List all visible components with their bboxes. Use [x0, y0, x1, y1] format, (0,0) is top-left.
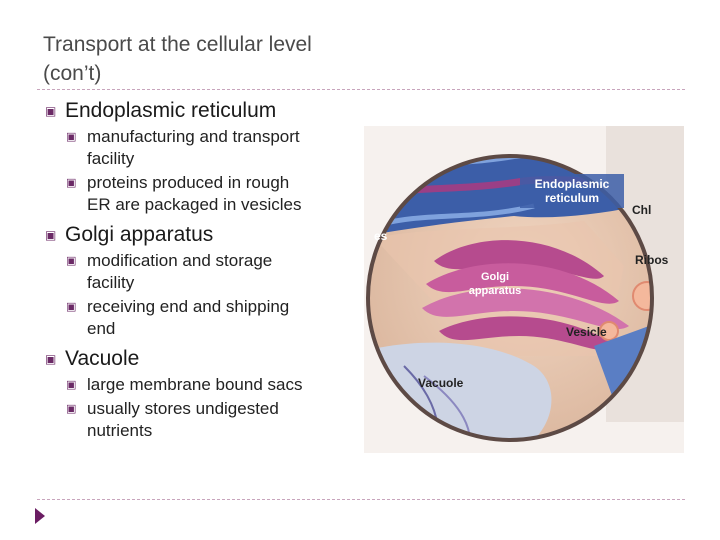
bullet-group-er: ▣Endoplasmic reticulum ▣manufacturing an…: [44, 98, 354, 216]
square-bullet-icon: ▣: [66, 130, 77, 143]
bullet-group-golgi: ▣Golgi apparatus ▣modification and stora…: [44, 222, 354, 340]
top-divider: [37, 89, 685, 90]
er-label-bg: [520, 174, 624, 208]
slide-title: Transport at the cellular level (con’t): [43, 30, 443, 88]
cell-outline: [366, 154, 654, 442]
bullet-vacuole: ▣Vacuole: [45, 347, 140, 370]
vacuole-fiber: [423, 375, 472, 440]
square-bullet-icon: ▣: [66, 176, 77, 189]
vesicle-label: Vesicle: [566, 325, 607, 339]
vacuole-fiber: [403, 365, 439, 440]
square-bullet-icon: ▣: [45, 104, 57, 118]
chloroplast-label: Chl: [632, 203, 651, 217]
sub-bullet: ▣large membrane bound sacs: [66, 375, 303, 394]
vesicle-shape: [632, 281, 652, 311]
bullet-list: ▣Endoplasmic reticulum ▣manufacturing an…: [44, 98, 354, 448]
next-arrow-icon[interactable]: [35, 508, 45, 524]
cell-illustration: Endoplasmic reticulum Golgi apparatus Ve…: [364, 126, 684, 453]
square-bullet-icon: ▣: [66, 402, 77, 415]
square-bullet-icon: ▣: [66, 378, 77, 391]
ribosome-label: Ribos: [635, 253, 669, 267]
golgi-label-line2: apparatus: [469, 285, 522, 297]
golgi-label-line1: Golgi: [481, 271, 509, 283]
square-bullet-icon: ▣: [45, 352, 57, 366]
square-bullet-icon: ▣: [66, 300, 77, 313]
title-line-2: (con’t): [43, 62, 102, 85]
bullet-group-vacuole: ▣Vacuole ▣large membrane bound sacs ▣usu…: [44, 346, 354, 442]
bottom-divider: [37, 499, 685, 500]
partial-label: es: [374, 229, 388, 243]
title-line-1: Transport at the cellular level: [43, 33, 312, 56]
golgi-stack: [422, 240, 629, 351]
bullet-er: ▣Endoplasmic reticulum: [45, 99, 277, 122]
er-label-line1: Endoplasmic: [535, 177, 610, 191]
vesicle-shape: [599, 321, 619, 341]
bullet-golgi: ▣Golgi apparatus: [45, 223, 214, 246]
er-label-line2: reticulum: [545, 191, 599, 205]
vacuole-label: Vacuole: [418, 376, 464, 390]
square-bullet-icon: ▣: [45, 228, 57, 242]
square-bullet-icon: ▣: [66, 254, 77, 267]
